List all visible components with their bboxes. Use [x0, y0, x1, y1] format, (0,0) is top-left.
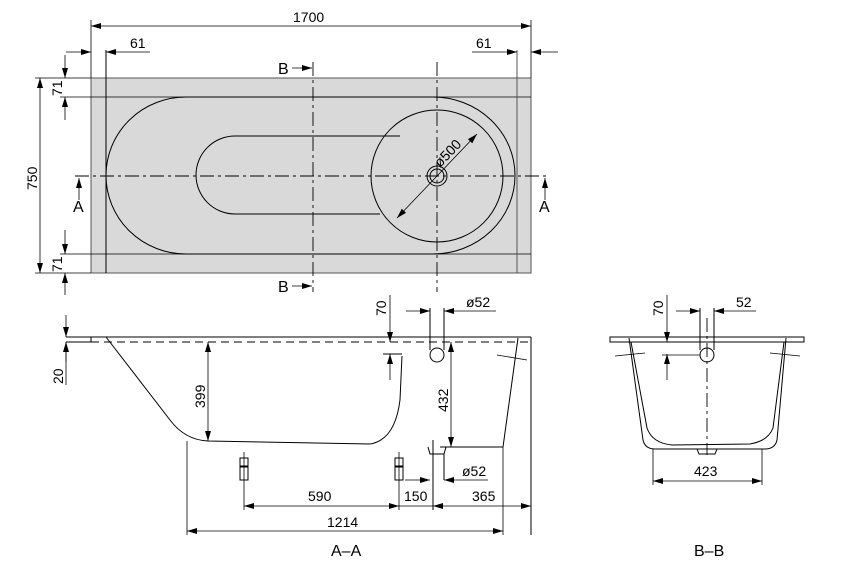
armrest-recess: [195, 135, 380, 215]
overall-width-label: 750: [24, 166, 40, 190]
rim-bottom-label: 71: [49, 256, 65, 272]
bb-overflow-offset-label: 70: [650, 300, 666, 316]
bb-outer-profile: [628, 337, 787, 450]
overall-length-label: 1700: [293, 9, 324, 25]
section-a-left-label: A: [73, 199, 84, 216]
top-view: ø500 1700 61 61 750 71 71 A: [24, 9, 558, 296]
bb-overflow-width-label: 52: [736, 294, 752, 310]
section-aa-title: A–A: [331, 543, 362, 560]
tub-outline: [90, 77, 532, 274]
tub-profile-right: [440, 337, 519, 448]
drain-diameter-label: ø52: [462, 463, 486, 479]
section-bb-title: B–B: [694, 543, 724, 560]
overflow-offset-label: 70: [373, 300, 389, 316]
tub-profile-left: [105, 336, 403, 445]
section-aa: 20 399 70 ø52 432 ø52 590 150 365 1214 A…: [50, 294, 532, 560]
drain-outlet: [427, 446, 447, 455]
section-b-bottom-label: B: [278, 279, 289, 296]
bb-inner-profile: [630, 341, 785, 446]
rim-thickness-label: 20: [50, 368, 66, 384]
base-length-label: 1214: [327, 514, 358, 530]
rim-right-label: 61: [476, 35, 492, 51]
depth-left-label: 399: [192, 384, 208, 408]
drain-to-end-label: 365: [472, 488, 496, 504]
foot-left: [239, 452, 249, 510]
bb-base-width-label: 423: [694, 463, 718, 479]
overflow-circle: [429, 347, 445, 363]
rim-top-label: 71: [49, 80, 65, 96]
rim-left-label: 61: [130, 35, 146, 51]
section-bb: 70 52 423 B–B: [609, 294, 805, 560]
depth-drain-label: 432: [435, 388, 451, 412]
section-b-top-label: B: [278, 61, 289, 78]
foot-right: [394, 452, 404, 510]
overflow-diameter-label: ø52: [466, 294, 490, 310]
feet-spacing-label: 590: [308, 488, 332, 504]
foot-to-drain-label: 150: [404, 488, 428, 504]
basin-outline: [105, 96, 516, 255]
section-a-right-label: A: [539, 199, 550, 216]
